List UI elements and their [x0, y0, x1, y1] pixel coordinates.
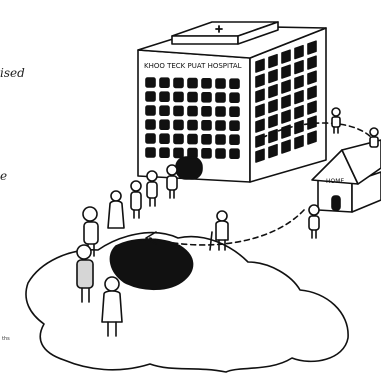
hospital-side-window — [308, 56, 316, 69]
person-island-3 — [102, 277, 122, 336]
hospital-window — [146, 92, 155, 101]
home-sign: HOME — [326, 178, 344, 185]
hospital-window — [216, 79, 225, 88]
hospital-window — [188, 93, 197, 102]
hospital-side-window — [308, 41, 316, 54]
hospital-window — [160, 134, 169, 143]
hospital-side-window — [269, 100, 277, 113]
hospital-side-window — [308, 71, 316, 84]
hospital-window — [146, 134, 155, 143]
hospital-side-window — [269, 85, 277, 98]
hospital-side-window — [308, 86, 316, 99]
hospital-window — [202, 79, 211, 88]
hospital-side-window — [282, 95, 290, 108]
person-queue-4 — [108, 191, 124, 228]
dark-region — [110, 239, 192, 289]
hospital-side-window — [295, 46, 303, 59]
hospital-window — [230, 79, 239, 88]
hospital-window — [202, 135, 211, 144]
hospital-window — [202, 149, 211, 158]
hospital-window — [174, 92, 183, 101]
hospital-window — [216, 135, 225, 144]
hospital-window — [188, 135, 197, 144]
hospital-window — [230, 135, 239, 144]
hospital-side-window — [295, 76, 303, 89]
hospital-side-window — [282, 80, 290, 93]
hospital-side-window — [308, 131, 316, 144]
hospital-window — [160, 92, 169, 101]
hospital-side-window — [295, 106, 303, 119]
hospital-window — [202, 93, 211, 102]
hospital-side-window — [256, 119, 264, 132]
hospital-side-window — [256, 74, 264, 87]
hospital-side-window — [295, 121, 303, 134]
hospital-window — [174, 106, 183, 115]
person-queue-2 — [147, 171, 157, 206]
hospital-side-window — [269, 55, 277, 68]
hospital-window — [146, 120, 155, 129]
hospital-window — [188, 79, 197, 88]
hospital-side-window — [282, 50, 290, 63]
hospital-side-window — [282, 110, 290, 123]
hospital-window — [146, 78, 155, 87]
hospital-sign: KHOO TECK PUAT HOSPITAL — [144, 62, 242, 70]
hospital-side-window — [269, 145, 277, 158]
hospital-side-window — [269, 115, 277, 128]
hospital-side-window — [295, 61, 303, 74]
hospital-window — [160, 78, 169, 87]
hospital-window — [146, 106, 155, 115]
person-island-2 — [77, 245, 93, 302]
hospital-side-window — [282, 140, 290, 153]
hospital-side-window — [282, 65, 290, 78]
hospital-side-window — [256, 149, 264, 162]
person-path-top — [332, 108, 340, 133]
hospital-side-window — [256, 59, 264, 72]
hospital-window — [216, 149, 225, 158]
hospital-side-window — [256, 89, 264, 102]
hospital-side-window — [256, 134, 264, 147]
hospital-window — [216, 121, 225, 130]
hospital-window — [230, 121, 239, 130]
hospital-window — [188, 107, 197, 116]
hospital-window — [174, 148, 183, 157]
hospital-window — [230, 107, 239, 116]
hospital-window — [160, 106, 169, 115]
hospital-window — [216, 107, 225, 116]
hospital-side-window — [256, 104, 264, 117]
hospital-window — [160, 148, 169, 157]
hospital-window — [146, 148, 155, 157]
hospital-side-window — [295, 91, 303, 104]
hospital-window — [160, 120, 169, 129]
hospital-window — [202, 107, 211, 116]
hospital-window — [174, 120, 183, 129]
hospital-side-window — [308, 101, 316, 114]
hospital-window — [216, 93, 225, 102]
person-queue-3 — [131, 181, 141, 218]
hospital-window — [174, 78, 183, 87]
hospital-window — [230, 93, 239, 102]
hospital-window — [230, 149, 239, 158]
person-near-home — [309, 205, 319, 238]
hospital-side-window — [295, 136, 303, 149]
hospital-window — [202, 121, 211, 130]
hospital-window — [188, 121, 197, 130]
hospital-side-window — [269, 70, 277, 83]
hospital-window — [174, 134, 183, 143]
person-queue-1 — [167, 165, 177, 198]
hospital-window — [188, 149, 197, 158]
hospital-side-window — [269, 130, 277, 143]
person-path-right — [370, 128, 378, 147]
